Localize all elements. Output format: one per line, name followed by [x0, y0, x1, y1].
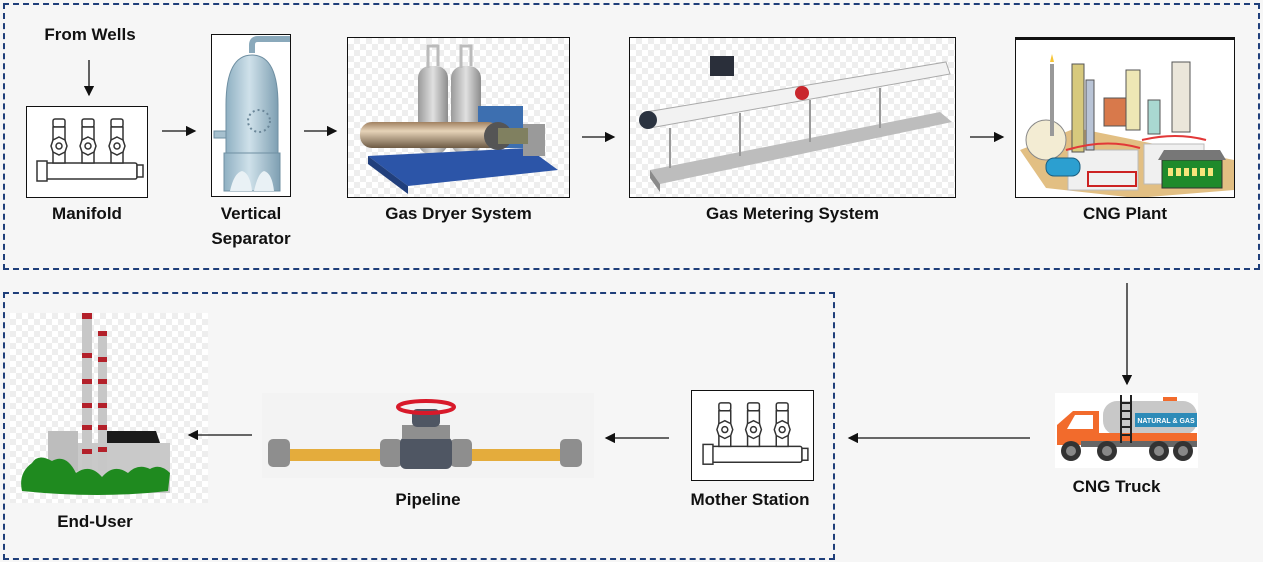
manifold-icon	[691, 390, 814, 481]
processing-stage-group	[3, 3, 1260, 270]
gas-metering-node[interactable]	[629, 37, 956, 198]
separator-vessel-icon	[211, 34, 291, 197]
svg-text:NATURAL & GAS: NATURAL & GAS	[1137, 418, 1195, 425]
end-user-label: End-User	[57, 512, 133, 531]
pipeline-node[interactable]	[262, 393, 594, 478]
gas-dryer-icon	[347, 37, 570, 198]
end-user-node[interactable]	[10, 313, 208, 503]
vertical-separator-node[interactable]	[211, 34, 291, 197]
gas-metering-label: Gas Metering System	[706, 204, 879, 223]
mother-station-node[interactable]	[691, 390, 814, 481]
tanker-truck-icon: NATURAL & GAS	[1055, 393, 1198, 468]
cng-truck-node[interactable]: NATURAL & GAS	[1055, 393, 1198, 468]
cng-plant-node[interactable]	[1015, 37, 1235, 198]
cng-plant-label: CNG Plant	[1082, 204, 1168, 223]
vertical-separator-label-line2: Separator	[211, 229, 291, 248]
vertical-separator-label-line1: Vertical	[220, 204, 282, 223]
cng-truck-label: CNG Truck	[1072, 477, 1161, 496]
gas-dryer-label: Gas Dryer System	[385, 204, 532, 223]
metering-skid-icon	[629, 37, 956, 198]
manifold-label: Manifold	[52, 204, 122, 223]
plant-icon	[1015, 37, 1235, 198]
pipeline-valve-icon	[262, 393, 594, 478]
manifold-node[interactable]	[26, 106, 148, 198]
distribution-stage-group	[3, 292, 835, 560]
gas-dryer-node[interactable]	[347, 37, 570, 198]
pipeline-label: Pipeline	[395, 490, 461, 509]
from-wells-label: From Wells	[44, 25, 136, 44]
manifold-icon	[26, 106, 148, 198]
mother-station-label: Mother Station	[690, 490, 810, 509]
power-plant-icon	[10, 313, 208, 503]
